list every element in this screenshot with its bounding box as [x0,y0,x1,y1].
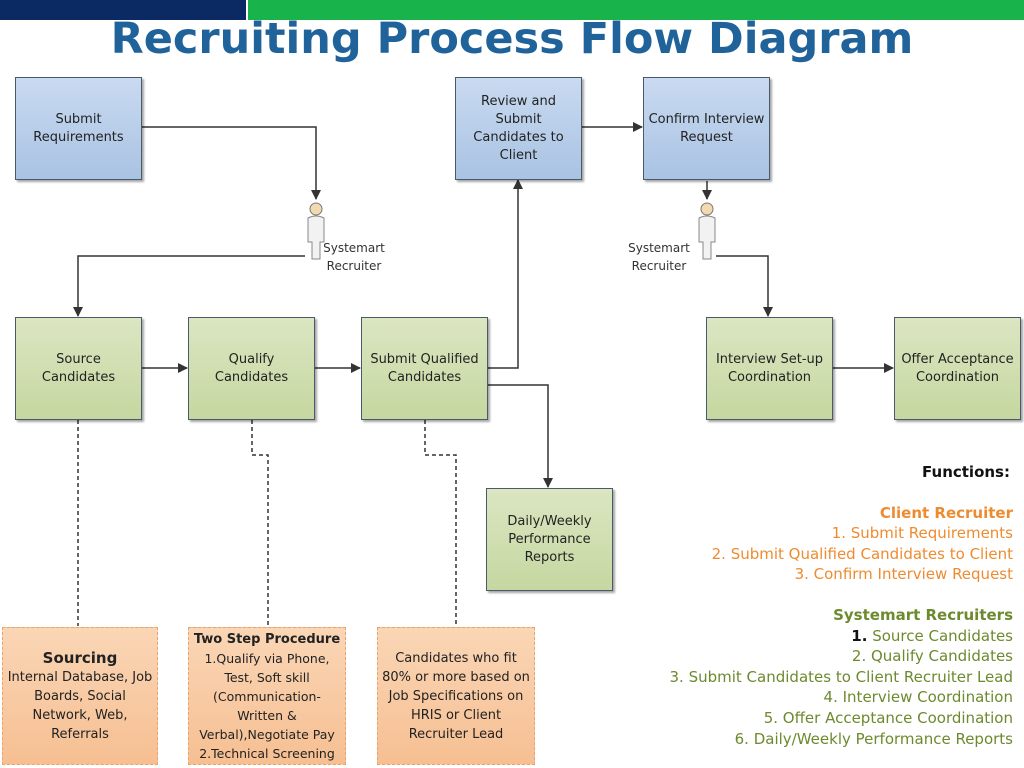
systemart-function-item: 6. Daily/Weekly Performance Reports [734,729,1013,748]
systemart-first-text: Source Candidates [872,626,1013,645]
recruiter-label-left: Systemart Recruiter [323,241,385,273]
dashed-qualify-to-procedure [251,420,269,626]
dashed-submit-to-fit [424,420,457,626]
note-sourcing-body: Internal Database, Job Boards, Social Ne… [7,669,153,742]
systemart-first-number: 1. [851,626,868,645]
client-function-item: 3. Confirm Interview Request [794,565,1013,584]
systemart-function-item: 4. Interview Coordination [823,688,1013,707]
node-interview-setup: Interview Set-up Coordination [706,317,833,420]
systemart-function-item: 3. Submit Candidates to Client Recruiter… [669,667,1014,686]
node-submit-qualified: Submit Qualified Candidates [361,317,488,420]
client-recruiter-heading: Client Recruiter [879,503,1013,522]
systemart-recruiters-heading: Systemart Recruiters [833,605,1013,624]
systemart-function-item: 1. Source Candidates [670,626,1013,647]
arrow-submit-to-review [488,179,523,369]
recruiter-person-icon [307,202,325,260]
note-two-step-procedure: Two Step Procedure 1.Qualify via Phone, … [188,627,346,765]
client-function-item: 2. Submit Qualified Candidates to Client [711,544,1013,563]
recruiter-label-right: Systemart Recruiter [628,241,690,273]
arrow-requirements-to-recruiter [142,126,321,200]
node-source-candidates: Source Candidates [15,317,142,420]
header-bar-blue [0,0,246,20]
node-daily-weekly-reports: Daily/Weekly Performance Reports [486,488,613,591]
note-candidate-fit: Candidates who fit 80% or more based on … [377,627,535,765]
node-offer-acceptance: Offer Acceptance Coordination [894,317,1021,420]
note-sourcing-title: Sourcing [42,648,118,667]
node-review-submit-candidates: Review and Submit Candidates to Client [455,77,582,180]
page-title: Recruiting Process Flow Diagram [110,14,914,64]
arrow-submit-to-reports [488,384,553,488]
functions-legend: Functions: Client Recruiter 1. Submit Re… [670,462,1014,749]
note-two-step-body: 1.Qualify via Phone, Test, Soft skill (C… [199,650,335,761]
arrow-recruiter-to-source [73,255,305,317]
header-bar-green [248,0,1024,20]
client-function-item: 1. Submit Requirements [831,524,1013,543]
note-two-step-title: Two Step Procedure [193,631,341,647]
systemart-function-item: 5. Offer Acceptance Coordination [763,708,1013,727]
functions-heading: Functions: [922,463,1010,481]
systemart-function-item: 2. Qualify Candidates [851,647,1013,666]
note-candidate-fit-body: Candidates who fit 80% or more based on … [382,650,530,742]
note-sourcing: Sourcing Internal Database, Job Boards, … [2,627,158,765]
node-confirm-interview: Confirm Interview Request [643,77,770,180]
node-qualify-candidates: Qualify Candidates [188,317,315,420]
node-submit-requirements: Submit Requirements [15,77,142,180]
recruiter-person-icon [698,202,716,260]
arrow-recruiter-to-interview [716,255,773,317]
